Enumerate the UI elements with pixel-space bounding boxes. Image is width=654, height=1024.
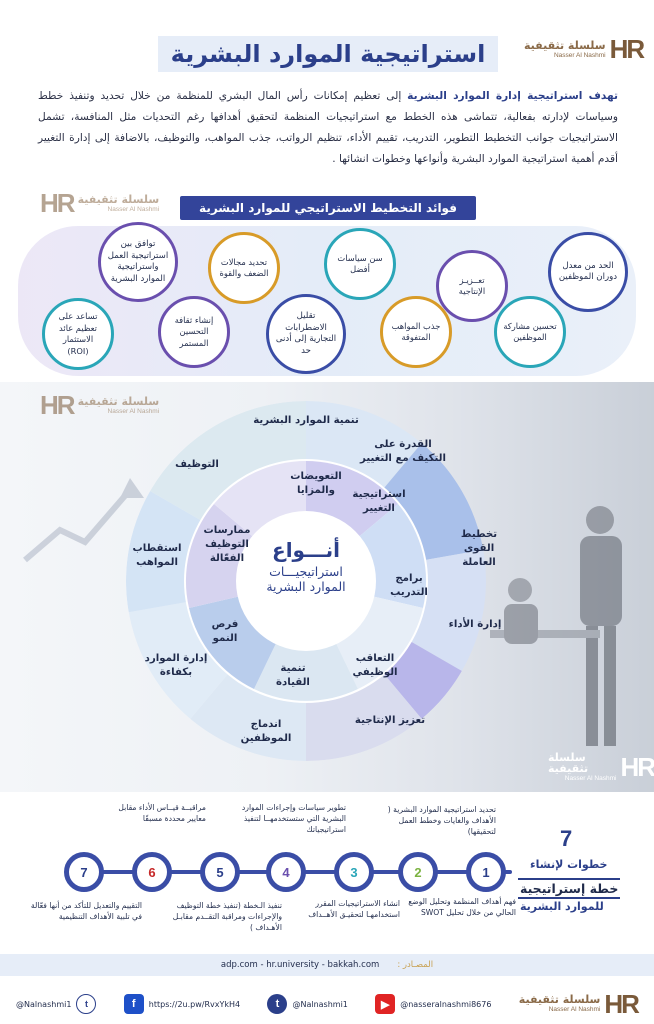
sources-list: adp.com - hr.university - bakkah.com [220,960,380,970]
logo-arabic: سلسلة تثقيفية [518,993,601,1007]
wheel-inner-label: التعاقب الوظيفي [352,653,398,678]
sources-bar: adp.com - hr.university - bakkah.com الم… [0,954,654,976]
step-text: فهم أهداف المنظمة وتحليل الوضع الحالي من… [408,897,516,917]
growth-chart-icon [23,478,144,563]
benefit-bubble: إنشاء ثقافة التحسين المستمر [158,296,230,368]
wheel-outer-label: استقطاب المواهب [132,543,182,568]
wheel-inner-label: استراتيجية التغيير [352,489,406,514]
step-text: تنفيذ الـخطة (تنفيذ خطة التوظيف والإجراء… [172,901,282,932]
step-dot: 6 [132,852,172,892]
steps-title-3: للموارد البشرية [520,900,604,913]
wheel-outer-label: اندماج الموظفين [240,719,292,744]
wheel-inner-label: ممارسات التوظيف الفعّالة [203,525,251,564]
step-dot: 3 [334,852,374,892]
step-dot: 1 [466,852,506,892]
logo-english: Nasser Al Nashmi [553,51,606,59]
wheel-outer-label: تعزيز الإنتاجية [354,715,426,726]
hr-logo-icon: HR [620,752,654,782]
logo-arabic: سلسلة تثقيفية [77,192,160,206]
intro-highlight: تهدف استراتيجية إدارة الموارد البشرية [407,90,618,102]
page-title: استراتيجية الموارد البشرية [170,40,486,68]
step-text: تحديد استراتيجية الموارد البشرية ( الأهد… [387,805,496,836]
strategy-types-wheel: أنـــواع استراتيجيـــات الموارد البشرية … [96,392,516,770]
watermark-logo: HR سلسلة تثقيفية Nasser Al Nashmi [40,390,159,421]
intro-paragraph: تهدف استراتيجية إدارة الموارد البشرية إل… [38,86,618,170]
benefit-bubble: توافق بين استراتيجية العمل واستراتيجية ا… [98,222,178,302]
wheel-inner-label: برامج التدريب [390,573,428,598]
benefit-bubble: تقليل الاضطرابات التجارية إلى أدنى حد [266,294,346,374]
wheel-inner-label: فرص النمو [211,619,239,644]
step-dot: 5 [200,852,240,892]
footer-facebook-text: https://2u.pw/RvxYkH4 [148,999,241,1009]
step-dot: 2 [398,852,438,892]
benefit-bubble: سن سياسات أفضل [324,228,396,300]
intro-text: إلى تعظيم إمكانات رأس المال البشري للمنظ… [38,90,618,165]
logo-english: Nasser Al Nashmi [548,1006,601,1014]
twitter-icon: t [267,994,288,1014]
step-text: التقييم والتعديل للتأكد من أنها فعّالة ف… [30,901,142,921]
hr-logo-icon: HR [609,34,646,64]
wheel-outer-label: إدارة الموارد بكفاءة [144,653,208,678]
wheel-outer-label: التوظيف [175,459,219,470]
footer-twitter-handle[interactable]: @Nalnashmi1 t [16,994,97,1014]
logo-english: Nasser Al Nashmi [107,205,160,213]
sources-label: المصـادر : [397,960,434,970]
step-dot: 7 [64,852,104,892]
wheel-center-sub1: استراتيجيـــات [269,564,343,579]
wheel-inner-label: تنمية القيادة [276,663,310,688]
wheel-outer-label: تنمية الموارد البشرية [253,415,359,426]
youtube-icon: ▶ [375,994,396,1014]
footer-youtube-text: @nasseralnashmi8676 [400,999,492,1009]
step-dot: 4 [266,852,306,892]
benefit-bubble: تعــزيـز الإنتاجية [436,250,508,322]
wheel-outer-label: إدارة الأداء [448,619,502,630]
hr-logo-icon: HR [40,188,76,218]
benefit-bubble: جذب المواهب المتفوقة [380,296,452,368]
logo-arabic: سلسلة تثقيفية [524,38,606,52]
footer-twitter-text: @Nalnashmi1 [292,999,348,1009]
watermark-logo: سلسلة تثقيفية Nasser Al Nashmi HR [548,752,654,783]
steps-title-1: خطوات لإنشاء [530,858,608,871]
wheel-outer-label: القدرة على التكيف مع التغيير [360,439,446,464]
benefit-bubble: تحسين مشاركة الموظفين [494,296,566,368]
steps-count: 7 [560,826,573,851]
logo-english: Nasser Al Nashmi [107,407,160,415]
footer-twitter-link[interactable]: t @Nalnashmi1 [267,994,348,1014]
wheel-outer-label: تخطيط القوى العاملة [460,529,498,568]
wheel-inner-label: التعويضات والمزايا [290,471,342,496]
steps-title-2: خطة إستراتيجية [518,878,621,899]
step-text: انشاء الاستراتيجيات المقرر استخدامهـا لت… [308,899,400,919]
twitter-icon: t [76,994,97,1014]
wheel-center-sub2: الموارد البشرية [266,579,346,594]
step-text: تطوير سياسات وإجراءات الموارد البشرية ال… [241,803,346,834]
business-people-icon [490,506,622,746]
wheel-center-title: أنـــواع [272,538,340,562]
page-title-bar: استراتيجية الموارد البشرية [158,36,498,72]
logo-english: Nasser Al Nashmi [564,775,617,783]
benefits-title: فوائد التخطيط الاستراتيجي للموارد البشري… [180,196,476,220]
facebook-icon: f [123,994,144,1014]
step-text: مراقبــة قيــاس الأداء مقابل معايير محدد… [118,803,206,823]
footer-handle-text: @Nalnashmi1 [16,999,72,1009]
benefit-bubble: تساعد على تعظيم عائد الاستثمار (ROI) [42,298,114,370]
wheel-graphic [126,401,486,761]
logo-arabic: سلسلة تثقيفية [548,751,589,776]
benefit-bubble: الحد من معدل دوران الموظفين [548,232,628,312]
hr-logo-icon: HR [40,390,76,420]
footer: @Nalnashmi1 t f https://2u.pw/RvxYkH4 t … [0,984,654,1024]
footer-youtube-link[interactable]: ▶ @nasseralnashmi8676 [375,994,491,1014]
footer-facebook-link[interactable]: f https://2u.pw/RvxYkH4 [123,994,241,1014]
benefit-bubble: تحديد مجالات الضعف والقوة [208,232,280,304]
watermark-logo: HR سلسلة تثقيفية Nasser Al Nashmi [40,188,159,219]
brand-logo: سلسلة تثقيفية Nasser Al Nashmi HR [524,34,646,65]
hr-logo-icon: HR [604,988,640,1019]
footer-logo: سلسلة تثقيفية Nasser Al Nashmi HR [518,988,640,1020]
logo-arabic: سلسلة تثقيفية [77,394,160,408]
wheel-center: أنـــواع استراتيجيـــات الموارد البشرية [246,538,366,594]
